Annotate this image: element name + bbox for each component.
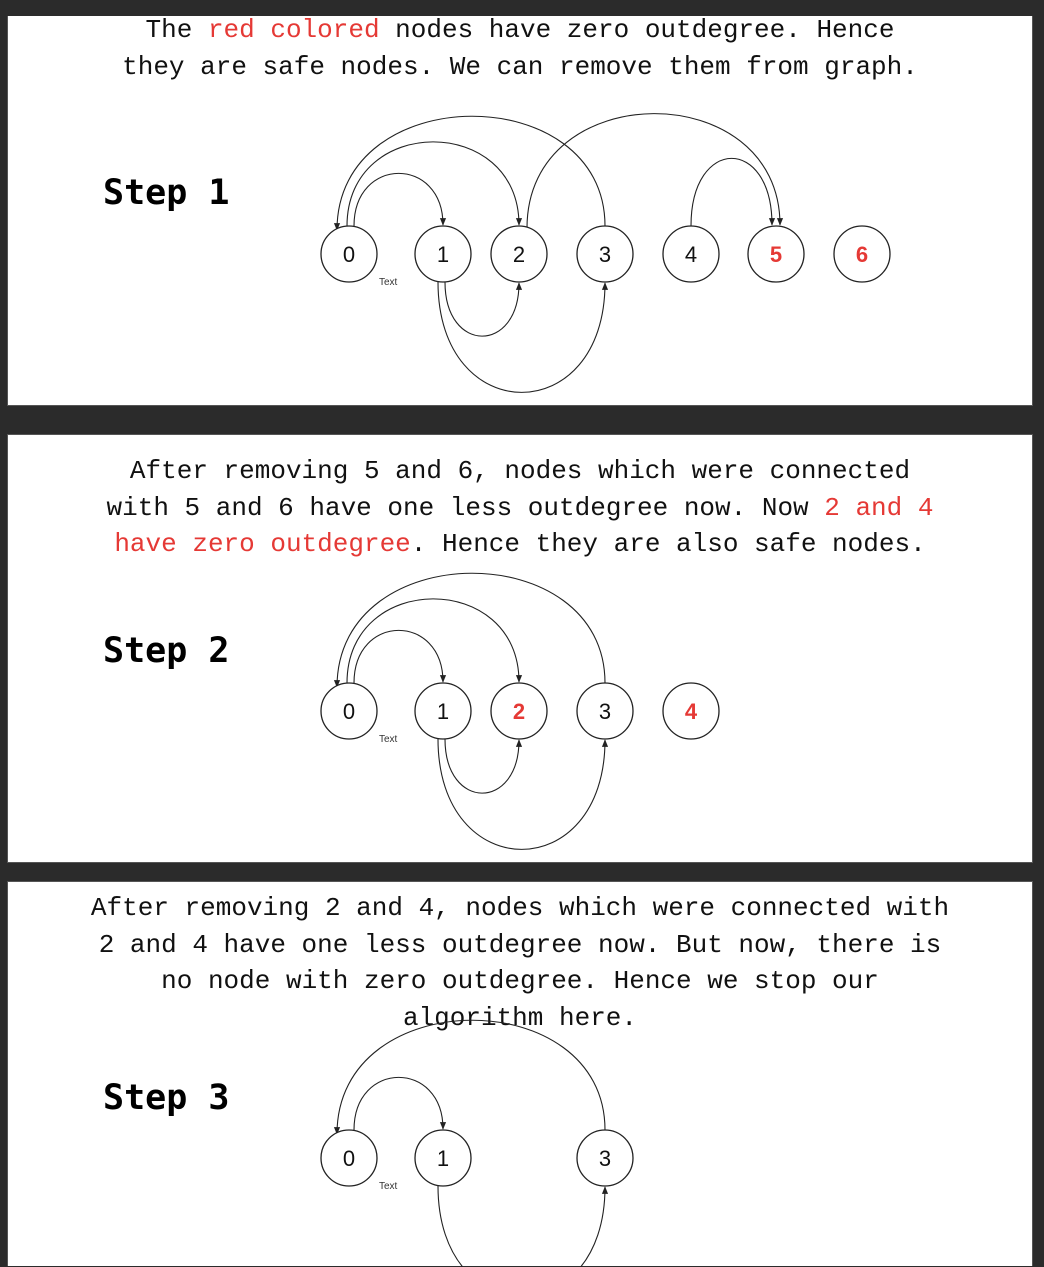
step-3-caption: After removing 2 and 4, nodes which were… (8, 890, 1032, 1036)
node-label: 6 (856, 242, 868, 267)
stray-text-label: Text (379, 277, 398, 288)
node-5: 5 (747, 225, 805, 283)
node-circle (414, 1129, 472, 1187)
node-circle (747, 225, 805, 283)
node-circle (320, 682, 378, 740)
edge-0-to-2 (346, 141, 523, 227)
node-circle (490, 225, 548, 283)
node-0: 0 (320, 225, 378, 283)
node-label: 1 (437, 242, 449, 267)
edge-0-to-1 (353, 629, 447, 684)
caption-line: The red colored nodes have zero outdegre… (8, 12, 1032, 49)
caption-line: have zero outdegree. Hence they are also… (8, 526, 1032, 563)
step-1-caption: The red colored nodes have zero outdegre… (8, 12, 1032, 85)
node-label: 1 (437, 1146, 449, 1171)
node-3: 3 (576, 682, 634, 740)
caption-line: no node with zero outdegree. Hence we st… (8, 963, 1032, 1000)
caption-line: After removing 2 and 4, nodes which were… (8, 890, 1032, 927)
step-2-panel: After removing 5 and 6, nodes which were… (7, 434, 1033, 863)
node-circle (576, 225, 634, 283)
caption-line: they are safe nodes. We can remove them … (8, 49, 1032, 86)
node-circle (833, 225, 891, 283)
node-label: 5 (770, 242, 782, 267)
node-1: 1 (414, 225, 472, 283)
node-label: 3 (599, 242, 611, 267)
edge-3-to-0 (333, 1019, 606, 1135)
node-label: 4 (685, 699, 698, 724)
node-label: 0 (343, 242, 355, 267)
caption-text: 2 and 4 have one less outdegree now. But… (98, 929, 942, 960)
caption-text: nodes have zero outdegree. Hence (379, 15, 895, 45)
edge-3-to-0 (333, 115, 606, 231)
caption-highlight: red colored (207, 15, 380, 45)
node-circle (320, 225, 378, 283)
node-label: 1 (437, 699, 449, 724)
step-1-title: Step 1 (103, 173, 230, 213)
node-0: 0 (320, 682, 378, 740)
caption-text: . Hence they are also safe nodes. (410, 529, 926, 559)
caption-text: After removing 2 and 4, nodes which were… (90, 893, 950, 923)
caption-text: The (145, 15, 208, 45)
step-1-panel: The red colored nodes have zero outdegre… (7, 15, 1033, 406)
node-1: 1 (414, 682, 472, 740)
edge-1-to-3 (437, 1185, 609, 1267)
edge-0-to-2 (346, 598, 523, 684)
edge-1-to-3 (437, 281, 609, 393)
node-0: 0 (320, 1129, 378, 1187)
step-2-title: Step 2 (103, 631, 230, 671)
node-circle (662, 682, 720, 740)
caption-line: After removing 5 and 6, nodes which were… (8, 453, 1032, 490)
node-1: 1 (414, 1129, 472, 1187)
node-circle (414, 225, 472, 283)
edge-3-to-0 (333, 572, 606, 688)
node-label: 0 (343, 1146, 355, 1171)
step-2-caption: After removing 5 and 6, nodes which were… (8, 453, 1032, 563)
edge-1-to-2 (444, 738, 523, 794)
node-circle (576, 1129, 634, 1187)
node-3: 3 (576, 225, 634, 283)
caption-text: with 5 and 6 have one less outdegree now… (106, 492, 825, 523)
node-circle (490, 682, 548, 740)
node-4: 4 (662, 682, 720, 740)
caption-highlight: have zero outdegree (114, 529, 411, 559)
node-label: 0 (343, 699, 355, 724)
stray-text-label: Text (379, 1181, 398, 1192)
caption-highlight: 2 and 4 (824, 492, 934, 523)
edge-4-to-5 (690, 158, 776, 227)
caption-line: 2 and 4 have one less outdegree now. But… (8, 927, 1032, 964)
node-circle (576, 682, 634, 740)
edge-1-to-2 (444, 281, 523, 337)
caption-text: algorithm here. (402, 1002, 638, 1033)
node-label: 4 (685, 242, 697, 267)
edge-1-to-3 (437, 738, 609, 850)
caption-text: no node with zero outdegree. Hence we st… (161, 966, 879, 996)
node-circle (320, 1129, 378, 1187)
edge-2-to-5 (526, 113, 784, 229)
caption-line: with 5 and 6 have one less outdegree now… (8, 490, 1032, 527)
step-3-panel: After removing 2 and 4, nodes which were… (7, 881, 1033, 1267)
node-6: 6 (833, 225, 891, 283)
edge-0-to-1 (353, 172, 447, 227)
node-circle (662, 225, 720, 283)
node-3: 3 (576, 1129, 634, 1187)
node-2: 2 (490, 225, 548, 283)
caption-line: algorithm here. (8, 1000, 1032, 1037)
edge-0-to-1 (353, 1076, 447, 1131)
node-4: 4 (662, 225, 720, 283)
caption-text: After removing 5 and 6, nodes which were… (129, 456, 911, 486)
node-label: 3 (599, 1146, 611, 1171)
node-label: 3 (599, 699, 611, 724)
step-3-title: Step 3 (103, 1078, 230, 1118)
node-label: 2 (513, 242, 525, 267)
node-2: 2 (490, 682, 548, 740)
stray-text-label: Text (379, 734, 398, 745)
node-circle (414, 682, 472, 740)
node-label: 2 (513, 699, 525, 724)
caption-text: they are safe nodes. We can remove them … (122, 51, 918, 82)
